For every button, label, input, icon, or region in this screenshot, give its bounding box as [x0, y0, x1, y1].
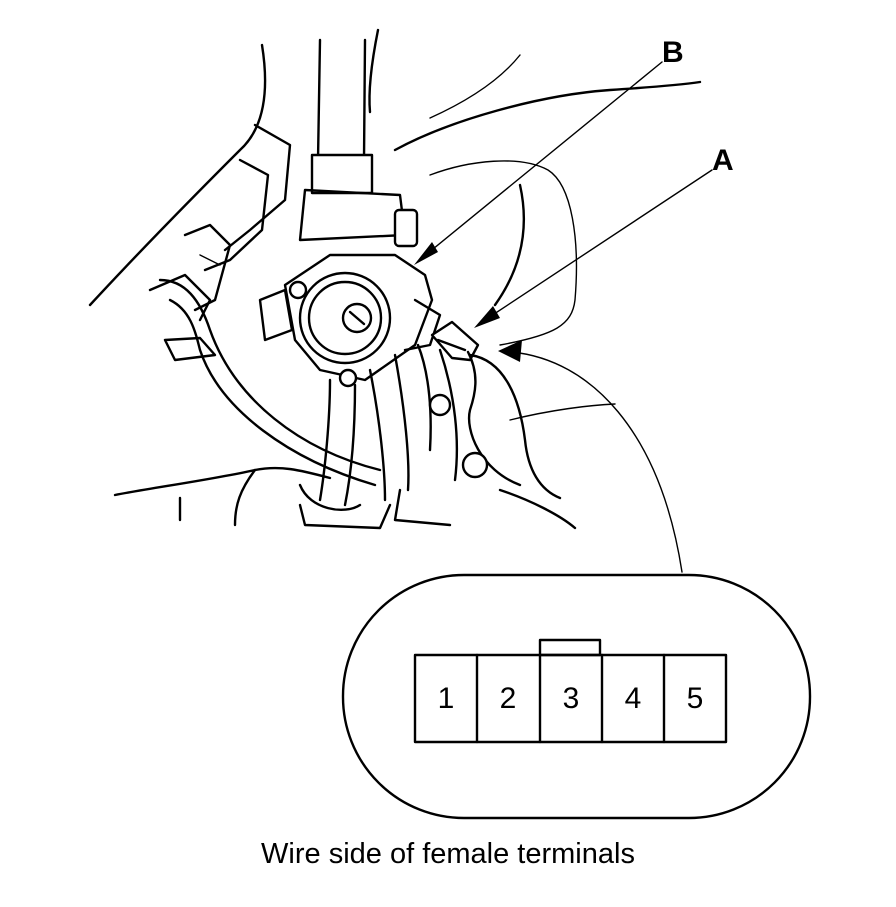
terminal-1-label: 1	[438, 682, 455, 715]
lower-housing	[113, 343, 616, 530]
wire-harness	[158, 278, 410, 512]
connector-caption: Wire side of female terminals	[261, 838, 635, 870]
steering-column-shaft	[298, 38, 419, 248]
terminal-5-label: 5	[687, 682, 704, 715]
dashboard-outline	[88, 28, 702, 346]
callout-a: A	[712, 144, 734, 177]
terminal-4-label: 4	[625, 682, 642, 715]
connector-detail-balloon: 1 2 3 4 5	[341, 573, 812, 820]
terminal-3-label: 3	[563, 682, 580, 715]
column-bracket	[148, 123, 292, 362]
callout-b: B	[662, 36, 684, 69]
ignition-switch	[258, 253, 442, 388]
leader-line-connector	[498, 340, 683, 573]
leader-line-b	[414, 61, 663, 265]
switch-connector	[430, 320, 522, 487]
terminal-2-label: 2	[500, 682, 517, 715]
leader-line-a	[474, 169, 713, 328]
